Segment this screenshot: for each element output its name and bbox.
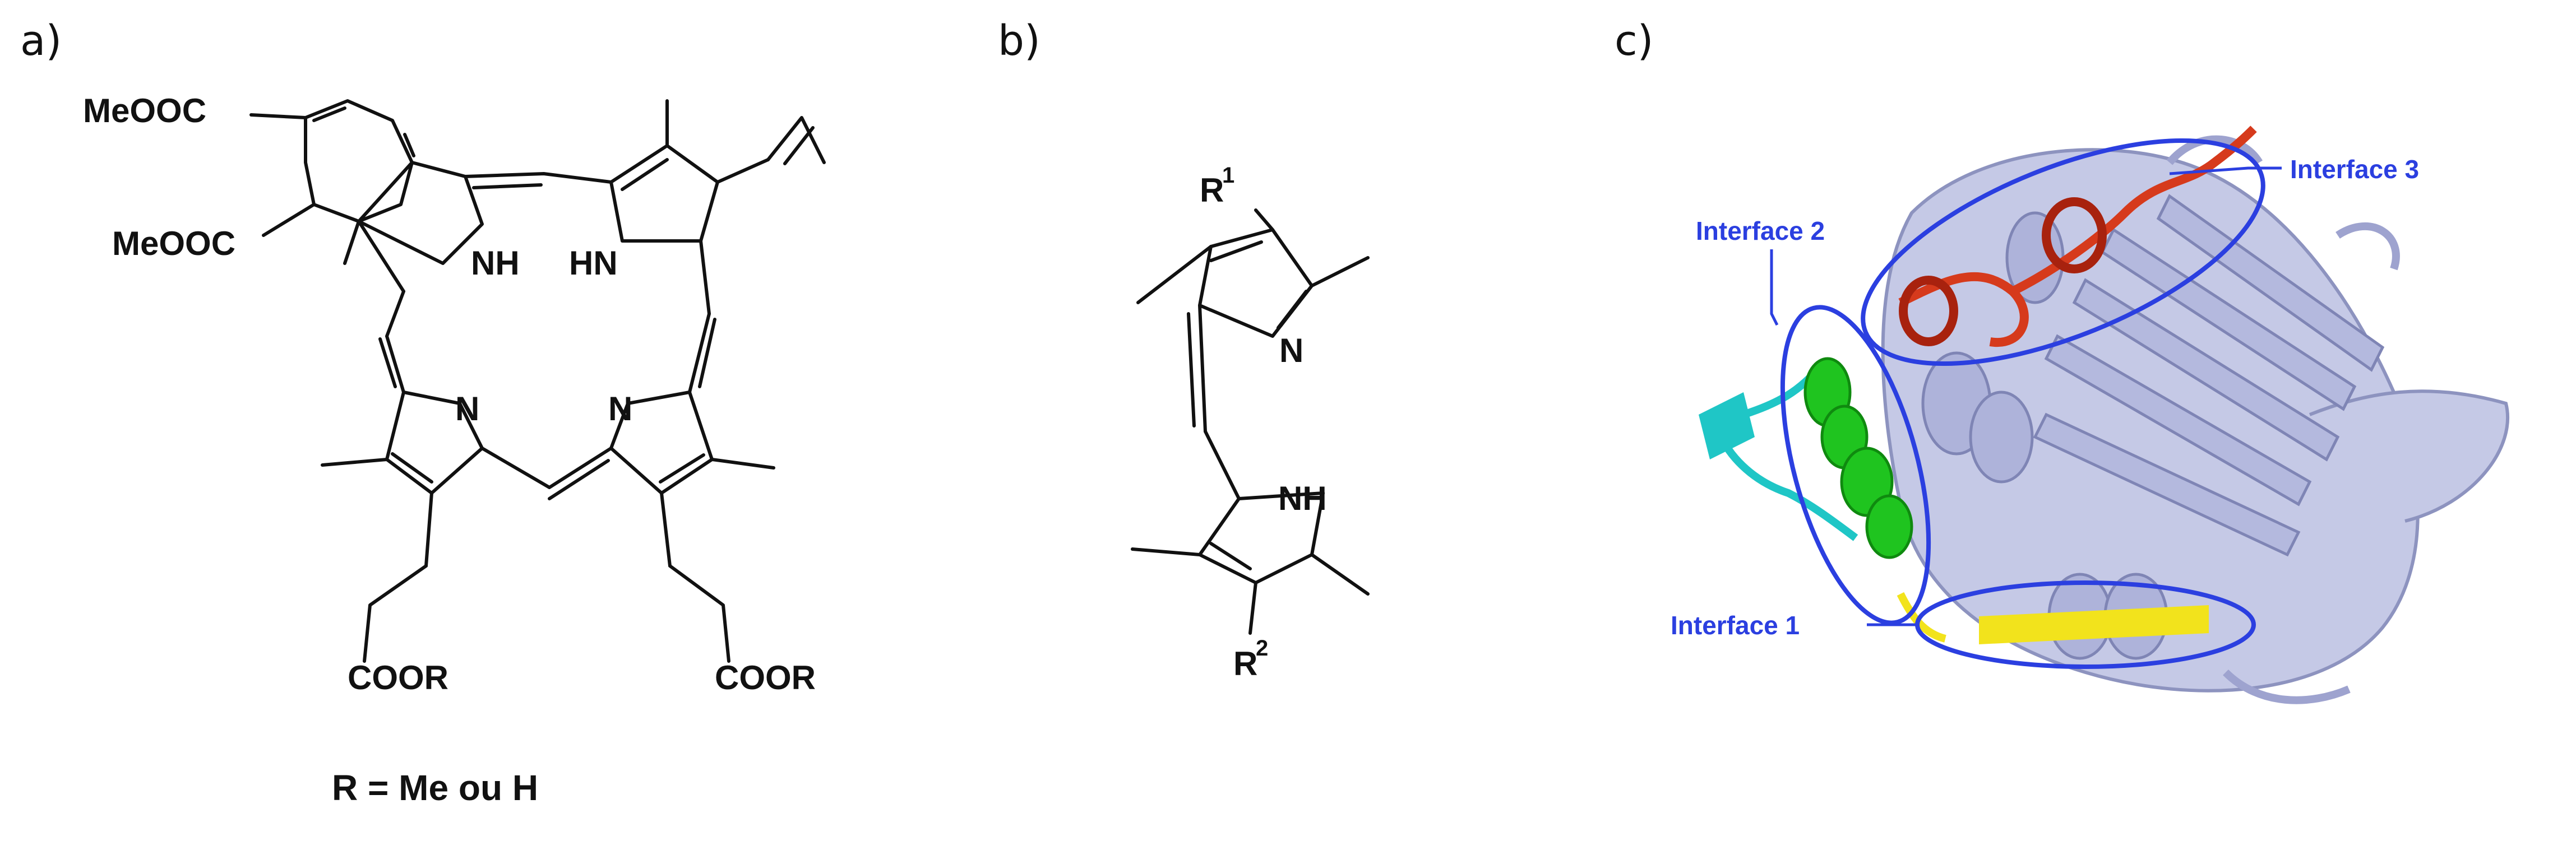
interface-3-leader xyxy=(2169,166,2282,175)
interface-2-region xyxy=(1699,357,1913,559)
panel-b: b) R 1 N NH R 2 xyxy=(919,0,1553,841)
r-caption: R = Me ou H xyxy=(332,768,538,808)
interface-3-label: Interface 3 xyxy=(2290,155,2419,184)
panel-a: a) xyxy=(0,0,919,841)
ester-bottom-label: MeOOC xyxy=(112,225,235,262)
interface-2-ellipse xyxy=(1780,305,1931,625)
nh-left-label: NH xyxy=(471,244,520,282)
r1-label: R xyxy=(1200,171,1224,209)
hn-right-label: HN xyxy=(569,244,618,282)
n-top-label: N xyxy=(1279,332,1303,369)
r1-superscript: 1 xyxy=(1222,163,1234,188)
dipyrrin-bonds xyxy=(1131,208,1370,635)
n-right-label: N xyxy=(608,390,632,428)
dipyrrin-structure: b) R 1 N NH R 2 xyxy=(998,17,1370,682)
panel-c: c) xyxy=(1553,0,2576,841)
r2-superscript: 2 xyxy=(1256,636,1268,661)
nh-bottom-label: NH xyxy=(1278,480,1327,517)
interface-2-leader xyxy=(1770,249,1779,326)
verteporfin-structure: a) xyxy=(20,17,826,808)
panel-a-label: a) xyxy=(20,17,62,65)
coor-right-label: COOR xyxy=(715,659,816,696)
ester-top-label: MeOOC xyxy=(83,92,206,129)
n-left-label: N xyxy=(455,390,479,428)
r2-label: R xyxy=(1233,645,1257,682)
interface-1-label: Interface 1 xyxy=(1671,611,1800,640)
interface-3-ellipse xyxy=(1861,138,2265,366)
panel-c-label: c) xyxy=(1615,17,1654,65)
porphyrin-bonds xyxy=(249,99,826,663)
coor-left-label: COOR xyxy=(348,659,448,696)
panel-b-label: b) xyxy=(998,17,1040,65)
protein-ribbon-figure: c) xyxy=(1615,17,2510,704)
interface-2-label: Interface 2 xyxy=(1696,216,1825,245)
